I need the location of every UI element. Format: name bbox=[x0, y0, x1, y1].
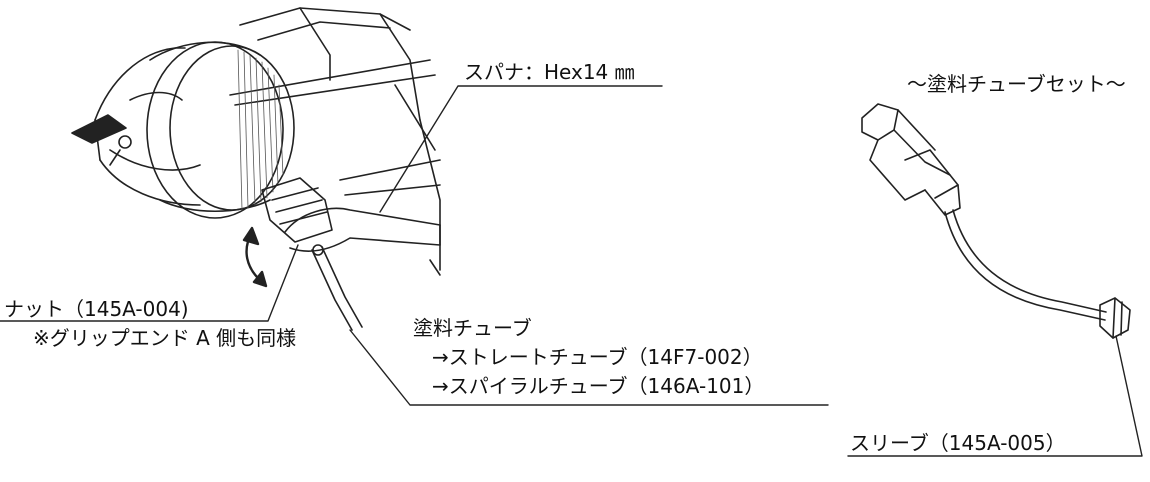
leader-lines bbox=[0, 85, 1143, 457]
straight-tube-label: →ストレートチューブ（14F7-002） bbox=[432, 345, 763, 369]
sleeve-label: スリーブ（145A-005） bbox=[850, 431, 1066, 455]
rotation-arrow bbox=[242, 226, 268, 288]
spiral-tube-label: →スパイラルチューブ（146A-101） bbox=[432, 374, 765, 398]
nut-label: ナット（145A-004) bbox=[4, 297, 189, 321]
tube-set-title: ～塗料チューブセット～ bbox=[907, 72, 1126, 96]
grip-end-note: ※グリップエンド A 側も同様 bbox=[33, 326, 297, 350]
spray-gun-drawing bbox=[71, 7, 441, 331]
spanner-label: スパナ：Hex14 ㎜ bbox=[464, 60, 635, 84]
tube-set-drawing bbox=[861, 103, 1131, 339]
paint-tube-title: 塗料チューブ bbox=[413, 316, 532, 340]
